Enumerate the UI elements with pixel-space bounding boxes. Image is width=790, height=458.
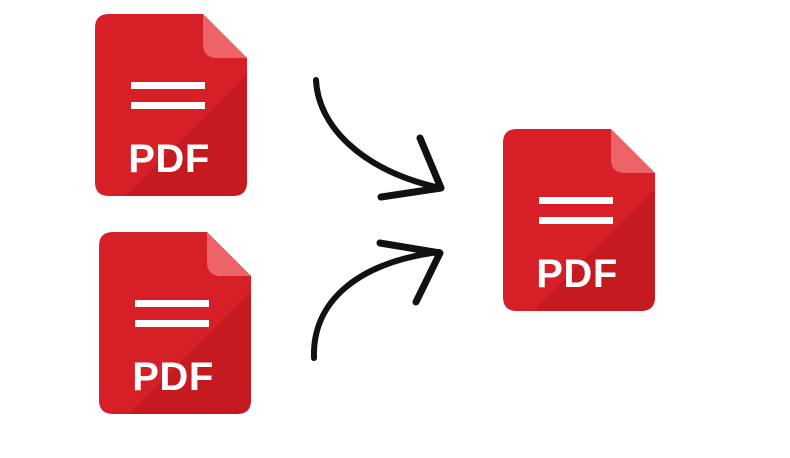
pdf-file-icon: PDF — [503, 129, 655, 311]
pdf-file-input-top: PDF — [95, 14, 247, 196]
pdf-file-output: PDF — [503, 129, 655, 311]
text-line-icon — [135, 300, 209, 307]
text-line-icon — [131, 82, 205, 89]
text-line-icon — [539, 217, 613, 224]
text-line-icon — [539, 197, 613, 204]
arrow-bottom-icon — [310, 239, 444, 361]
text-line-icon — [131, 102, 205, 109]
pdf-file-icon: PDF — [99, 232, 251, 414]
pdf-label: PDF — [132, 355, 214, 399]
arrow-top-icon — [313, 77, 445, 201]
pdf-file-input-bottom: PDF — [99, 232, 251, 414]
pdf-label: PDF — [128, 137, 210, 181]
pdf-file-icon: PDF — [95, 14, 247, 196]
text-line-icon — [135, 320, 209, 327]
pdf-label: PDF — [536, 252, 618, 296]
